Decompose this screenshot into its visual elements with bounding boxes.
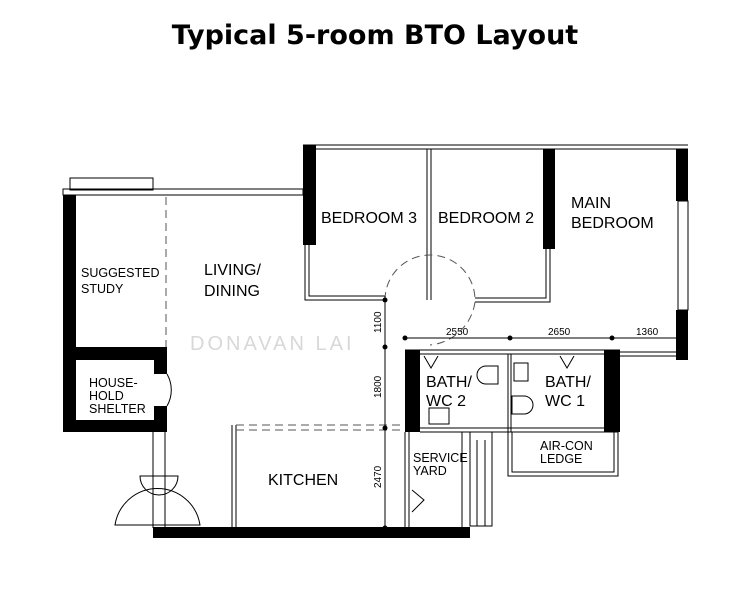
dim-1360: 1360 <box>636 327 659 338</box>
dim-2470: 2470 <box>373 465 384 488</box>
walls <box>62 144 689 538</box>
page-title: Typical 5-room BTO Layout <box>171 20 579 51</box>
label-shelter-3: SHELTER <box>89 402 146 416</box>
label-bedroom2: BEDROOM 2 <box>438 210 534 227</box>
dimension-lines <box>382 296 688 531</box>
label-kitchen: KITCHEN <box>268 472 338 489</box>
label-bath2-1: BATH/ <box>426 374 472 391</box>
dim-2550: 2550 <box>446 327 469 338</box>
dim-2650: 2650 <box>548 327 571 338</box>
label-shelter-2: HOLD <box>89 389 124 403</box>
label-aircon-2: LEDGE <box>540 452 582 466</box>
label-bedroom3: BEDROOM 3 <box>321 210 417 227</box>
watermark: DONAVAN LAI <box>190 333 355 355</box>
label-bath1-1: BATH/ <box>545 374 591 391</box>
label-study-2: STUDY <box>81 282 124 296</box>
label-service-1: SERVICE <box>413 451 468 465</box>
dim-1800: 1800 <box>373 375 384 398</box>
label-living-1: LIVING/ <box>204 262 261 279</box>
label-study-1: SUGGESTED <box>81 266 160 280</box>
label-aircon-1: AIR-CON <box>540 439 593 453</box>
label-service-2: YARD <box>413 464 447 478</box>
label-main-bedroom-2: BEDROOM <box>571 215 654 232</box>
label-living-2: DINING <box>204 283 260 300</box>
dim-1100: 1100 <box>373 311 384 333</box>
label-bath2-2: WC 2 <box>426 393 466 410</box>
label-main-bedroom-1: MAIN <box>571 195 611 212</box>
label-bath1-2: WC 1 <box>545 393 585 410</box>
label-shelter-1: HOUSE- <box>89 376 138 390</box>
